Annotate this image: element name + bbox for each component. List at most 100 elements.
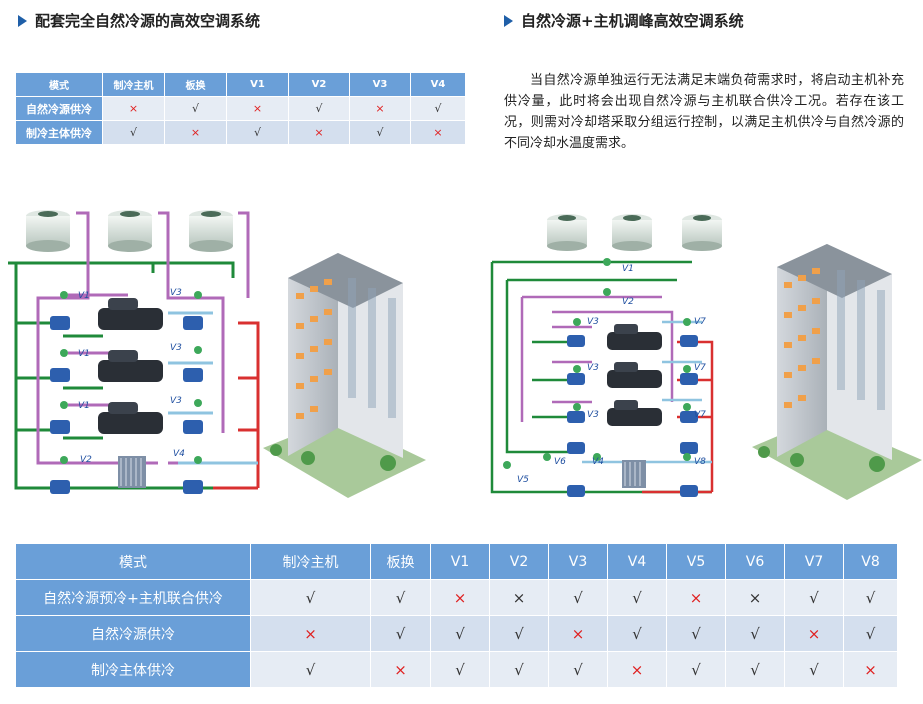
row-mode-label: 自然冷源供冷 xyxy=(15,96,103,121)
valve-label: V3 xyxy=(587,363,599,373)
table-header-cell: 板换 xyxy=(164,72,227,97)
table-header-cell: 板换 xyxy=(370,543,431,580)
row-mode-label: 自然冷源供冷 xyxy=(15,615,251,652)
cooling-tower-icon xyxy=(682,214,722,251)
row-mode-label: 制冷主体供冷 xyxy=(15,651,251,688)
status-cell: √ xyxy=(607,615,667,652)
pump-icon xyxy=(567,485,585,497)
status-cell: × xyxy=(226,96,289,121)
status-cell: √ xyxy=(548,651,608,688)
cooling-tower-icon xyxy=(612,214,652,251)
status-cell: √ xyxy=(666,651,726,688)
table-header-cell: 模式 xyxy=(15,543,251,580)
building-icon xyxy=(752,244,922,500)
chiller-icon xyxy=(98,402,163,434)
right-system-diagram-svg: V1 V2 V3 V3 V3 V7 V7 V7 V6 V4 V8 V5 xyxy=(490,214,922,500)
table-header-cell: 模式 xyxy=(15,72,103,97)
valve-icon xyxy=(194,346,202,354)
valve-icon xyxy=(543,453,551,461)
arrow-right-icon xyxy=(18,14,27,27)
status-cell: × xyxy=(102,96,165,121)
valve-label: V3 xyxy=(587,410,599,420)
valve-icon xyxy=(683,453,691,461)
table-header-cell: V4 xyxy=(410,72,466,97)
table-row: 自然冷源预冷+主机联合供冷 √ √ × × √ √ × × √ √ xyxy=(15,579,898,616)
status-cell: × xyxy=(784,615,844,652)
valve-icon xyxy=(194,399,202,407)
pump-icon xyxy=(183,420,203,434)
table-header-row: 模式 制冷主机 板换 V1 V2 V3 V4 V5 V6 V7 V8 xyxy=(15,543,898,580)
chiller-icon xyxy=(607,400,662,426)
valve-label: V3 xyxy=(587,317,599,327)
cooling-tower-icon xyxy=(189,210,233,252)
table-header-cell: V7 xyxy=(784,543,844,580)
status-cell: √ xyxy=(250,579,371,616)
pump-icon xyxy=(183,368,203,382)
status-cell: √ xyxy=(370,579,431,616)
chiller-icon xyxy=(607,324,662,350)
status-cell: √ xyxy=(226,120,289,145)
valve-label: V1 xyxy=(78,291,90,301)
status-cell: √ xyxy=(164,96,227,121)
left-system-diagram: V1 V1 V1 V2 V3 V3 V3 V4 xyxy=(8,198,426,510)
status-cell: √ xyxy=(370,615,431,652)
valve-label: V1 xyxy=(622,264,634,274)
plate-heat-exchanger-icon xyxy=(622,460,646,488)
valve-label: V3 xyxy=(170,288,182,298)
valve-icon xyxy=(60,401,68,409)
status-cell: × xyxy=(548,615,608,652)
pump-icon xyxy=(50,420,70,434)
arrow-right-icon xyxy=(504,14,513,27)
status-cell: √ xyxy=(843,579,898,616)
status-cell: √ xyxy=(784,579,844,616)
status-cell: × xyxy=(410,120,466,145)
valve-icon xyxy=(683,365,691,373)
table-row: 制冷主体供冷 √ × √ × √ × xyxy=(15,120,466,145)
valve-label: V5 xyxy=(517,475,529,485)
valve-label: V3 xyxy=(170,396,182,406)
valve-label: V1 xyxy=(78,401,90,411)
status-cell: √ xyxy=(288,96,350,121)
valve-label: V1 xyxy=(78,349,90,359)
table-row: 自然冷源供冷 × √ × √ × √ xyxy=(15,96,466,121)
valve-label: V4 xyxy=(173,449,185,459)
status-cell: √ xyxy=(489,615,549,652)
left-section-title: 配套完全自然冷源的高效空调系统 xyxy=(18,10,260,31)
valve-icon xyxy=(60,291,68,299)
pump-icon xyxy=(567,335,585,347)
table-header-cell: V3 xyxy=(548,543,608,580)
status-cell: √ xyxy=(430,651,490,688)
valve-icon xyxy=(573,365,581,373)
pump-icon xyxy=(680,485,698,497)
pump-icon xyxy=(680,411,698,423)
status-cell: × xyxy=(725,579,785,616)
valve-icon xyxy=(683,403,691,411)
valve-icon xyxy=(573,318,581,326)
left-section-title-text: 配套完全自然冷源的高效空调系统 xyxy=(35,12,261,30)
table-header-cell: V1 xyxy=(226,72,289,97)
row-mode-label: 自然冷源预冷+主机联合供冷 xyxy=(15,579,251,616)
table-row: 制冷主体供冷 √ × √ √ √ × √ √ √ × xyxy=(15,651,898,688)
valve-label: V8 xyxy=(694,457,706,467)
status-cell: × xyxy=(370,651,431,688)
pump-icon xyxy=(680,442,698,454)
status-cell: × xyxy=(250,615,371,652)
bottom-mode-table: 模式 制冷主机 板换 V1 V2 V3 V4 V5 V6 V7 V8 自然冷源预… xyxy=(15,543,898,688)
left-mode-table: 模式 制冷主机 板换 V1 V2 V3 V4 自然冷源供冷 × √ × √ × … xyxy=(15,72,466,145)
status-cell: × xyxy=(164,120,227,145)
pump-icon xyxy=(183,480,203,494)
valve-label: V2 xyxy=(622,297,634,307)
right-system-diagram: V1 V2 V3 V3 V3 V7 V7 V7 V6 V4 V8 V5 xyxy=(472,202,922,515)
status-cell: × xyxy=(349,96,411,121)
left-system-diagram-svg: V1 V1 V1 V2 V3 V3 V3 V4 xyxy=(8,210,426,498)
status-cell: × xyxy=(607,651,667,688)
status-cell: × xyxy=(430,579,490,616)
plate-heat-exchanger-icon xyxy=(118,456,146,488)
status-cell: √ xyxy=(843,615,898,652)
table-header-cell: V5 xyxy=(666,543,726,580)
table-header-cell: V1 xyxy=(430,543,490,580)
pump-icon xyxy=(50,316,70,330)
table-header-cell: 制冷主机 xyxy=(250,543,371,580)
valve-label: V6 xyxy=(554,457,566,467)
chiller-icon xyxy=(607,362,662,388)
